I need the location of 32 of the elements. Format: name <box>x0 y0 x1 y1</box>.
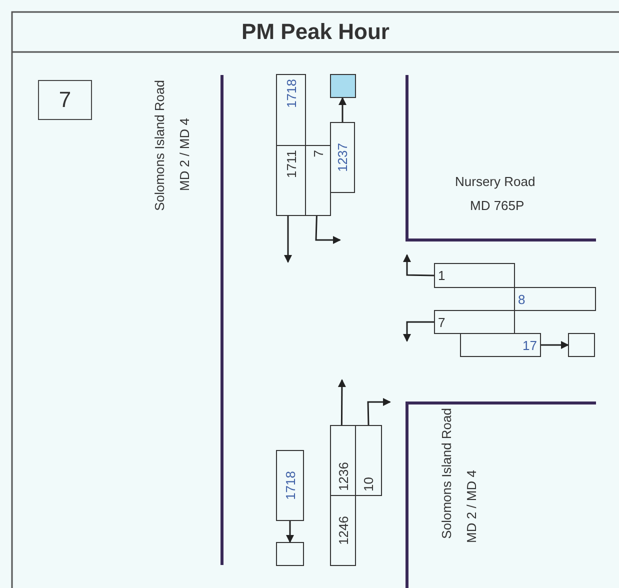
road-label: MD 2 / MD 4 <box>464 470 479 543</box>
road-label: MD 2 / MD 4 <box>177 118 192 191</box>
volume-box: 1236 <box>330 425 356 496</box>
volume-box: 1237 <box>330 122 355 193</box>
destination-box <box>276 542 304 566</box>
volume-box: 1718 <box>276 450 304 521</box>
volume-box: 1711 <box>276 145 306 216</box>
volume-box: 1 <box>434 263 515 288</box>
road-label: Solomons Island Road <box>152 80 167 211</box>
destination-box <box>330 74 356 98</box>
arrow <box>403 254 434 276</box>
arrow <box>338 97 346 122</box>
intersection-number: 7 <box>38 80 92 120</box>
arrow <box>338 379 346 425</box>
volume-box: 17 <box>460 333 541 357</box>
arrow <box>284 216 292 263</box>
volume-box: 1718 <box>276 74 306 146</box>
arrow <box>286 521 294 543</box>
volume-box: 1246 <box>330 495 356 566</box>
arrow <box>541 341 569 349</box>
volume-box: 7 <box>305 145 331 216</box>
road-label: MD 765P <box>470 198 524 213</box>
volume-box: 7 <box>434 310 515 334</box>
road-label: Nursery Road <box>455 174 536 189</box>
destination-box <box>568 333 595 357</box>
road-label: Solomons Island Road <box>439 408 454 539</box>
arrow <box>403 321 434 342</box>
volume-box: 8 <box>514 287 596 311</box>
title: PM Peak Hour <box>240 18 390 46</box>
arrow <box>315 216 341 244</box>
arrow <box>367 398 391 426</box>
volume-box: 10 <box>355 425 382 496</box>
